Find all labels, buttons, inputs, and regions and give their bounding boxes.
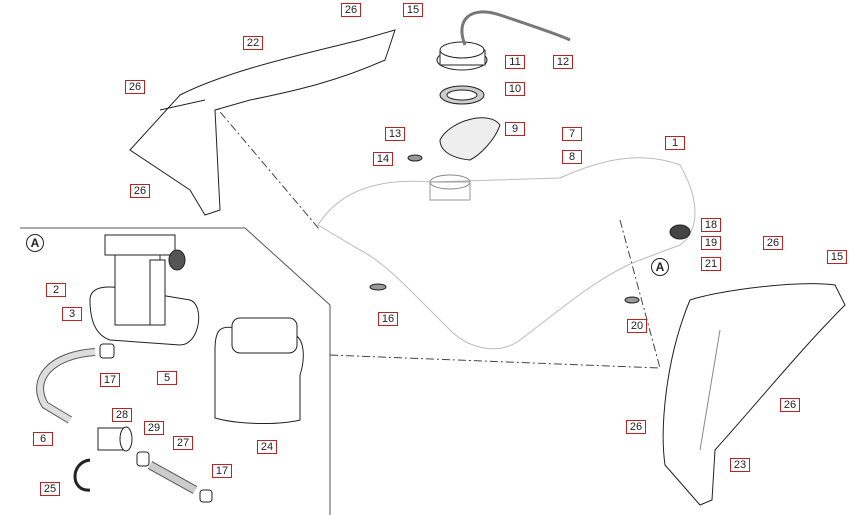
- callout-29: 29: [144, 421, 164, 435]
- callout-17: 17: [212, 464, 232, 478]
- callout-26: 26: [130, 184, 150, 198]
- callout-26: 26: [626, 420, 646, 434]
- callout-7: 7: [562, 127, 582, 141]
- callout-14: 14: [373, 152, 393, 166]
- inset-frame: [20, 227, 331, 515]
- callout-13: 13: [385, 127, 405, 141]
- callout-23: 23: [730, 458, 750, 472]
- breather-hose: [460, 10, 571, 46]
- callout-11: 11: [505, 55, 525, 69]
- callout-5: 5: [157, 371, 177, 385]
- callout-15: 15: [403, 3, 423, 17]
- assembly-lines: [209, 99, 661, 369]
- callout-25: 25: [40, 482, 60, 496]
- callout-10: 10: [505, 82, 525, 96]
- callout-21: 21: [701, 257, 721, 271]
- callout-9: 9: [505, 122, 525, 136]
- callout-12: 12: [553, 55, 573, 69]
- callout-15: 15: [827, 250, 847, 264]
- callout-24: 24: [257, 440, 277, 454]
- callout-6: 6: [33, 432, 53, 446]
- callout-1: 1: [665, 136, 685, 150]
- callout-26: 26: [125, 80, 145, 94]
- callout-28: 28: [112, 408, 132, 422]
- side-panel-left: [129, 29, 396, 216]
- callout-26: 26: [763, 236, 783, 250]
- inset-a-marker: A: [26, 234, 44, 252]
- callout-27: 27: [173, 436, 193, 450]
- callout-26: 26: [780, 398, 800, 412]
- callout-8: 8: [562, 150, 582, 164]
- callout-16: 16: [378, 312, 398, 326]
- callout-18: 18: [701, 218, 721, 232]
- callout-19: 19: [701, 236, 721, 250]
- filler-ring: [439, 117, 501, 161]
- callout-22: 22: [243, 36, 263, 50]
- side-panel-right: [662, 283, 846, 506]
- callout-26: 26: [341, 3, 361, 17]
- hose-clip: [73, 458, 91, 492]
- callout-3: 3: [62, 307, 82, 321]
- view-a-marker: A: [651, 258, 669, 276]
- callout-17: 17: [100, 373, 120, 387]
- callout-2: 2: [46, 283, 66, 297]
- callout-20: 20: [627, 319, 647, 333]
